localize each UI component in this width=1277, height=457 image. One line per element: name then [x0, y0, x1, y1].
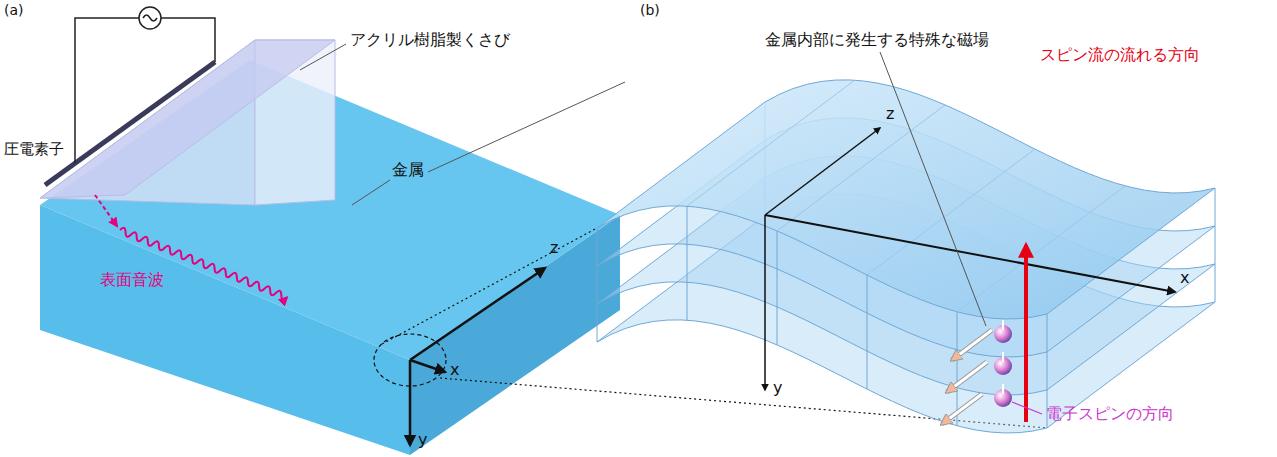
spin-current-arrow [1024, 245, 1028, 422]
axis-label: x [450, 360, 459, 379]
axis-label: x [1180, 268, 1189, 287]
leader-lines [300, 44, 625, 205]
axis-label: z [550, 238, 558, 257]
field-label: 金属内部に発生する特殊な磁場 [765, 30, 989, 49]
axis-label: y [418, 430, 427, 449]
part-name: 金属 [392, 160, 424, 179]
zoom-ellipse [374, 334, 446, 386]
ac-source [75, 7, 215, 163]
panel-letter: (a) [4, 2, 24, 19]
electron-spins [994, 320, 1012, 407]
axis-label: y [773, 378, 782, 397]
leader-line [880, 52, 986, 326]
piezo-element [45, 62, 215, 185]
axes-b [765, 128, 1175, 390]
metal-layers [597, 80, 1215, 433]
acrylic-wedge [40, 40, 335, 205]
axis-label: z [886, 104, 894, 123]
spin-current-label: スピン流の流れる方向 [1040, 45, 1200, 64]
spin-direction-label: 電子スピンの方向 [1046, 404, 1174, 423]
panel-letter: (b) [640, 2, 660, 19]
wave-entry-arrow [95, 195, 117, 226]
leader-line [1012, 402, 1042, 414]
axes-a [410, 268, 545, 445]
magnetic-field-arrows [942, 330, 992, 424]
wave-name: 表面音波 [100, 270, 164, 289]
part-name: アクリル樹脂製くさび [350, 30, 510, 49]
part-name: 圧電素子 [4, 140, 64, 158]
surface-wave [119, 227, 289, 301]
